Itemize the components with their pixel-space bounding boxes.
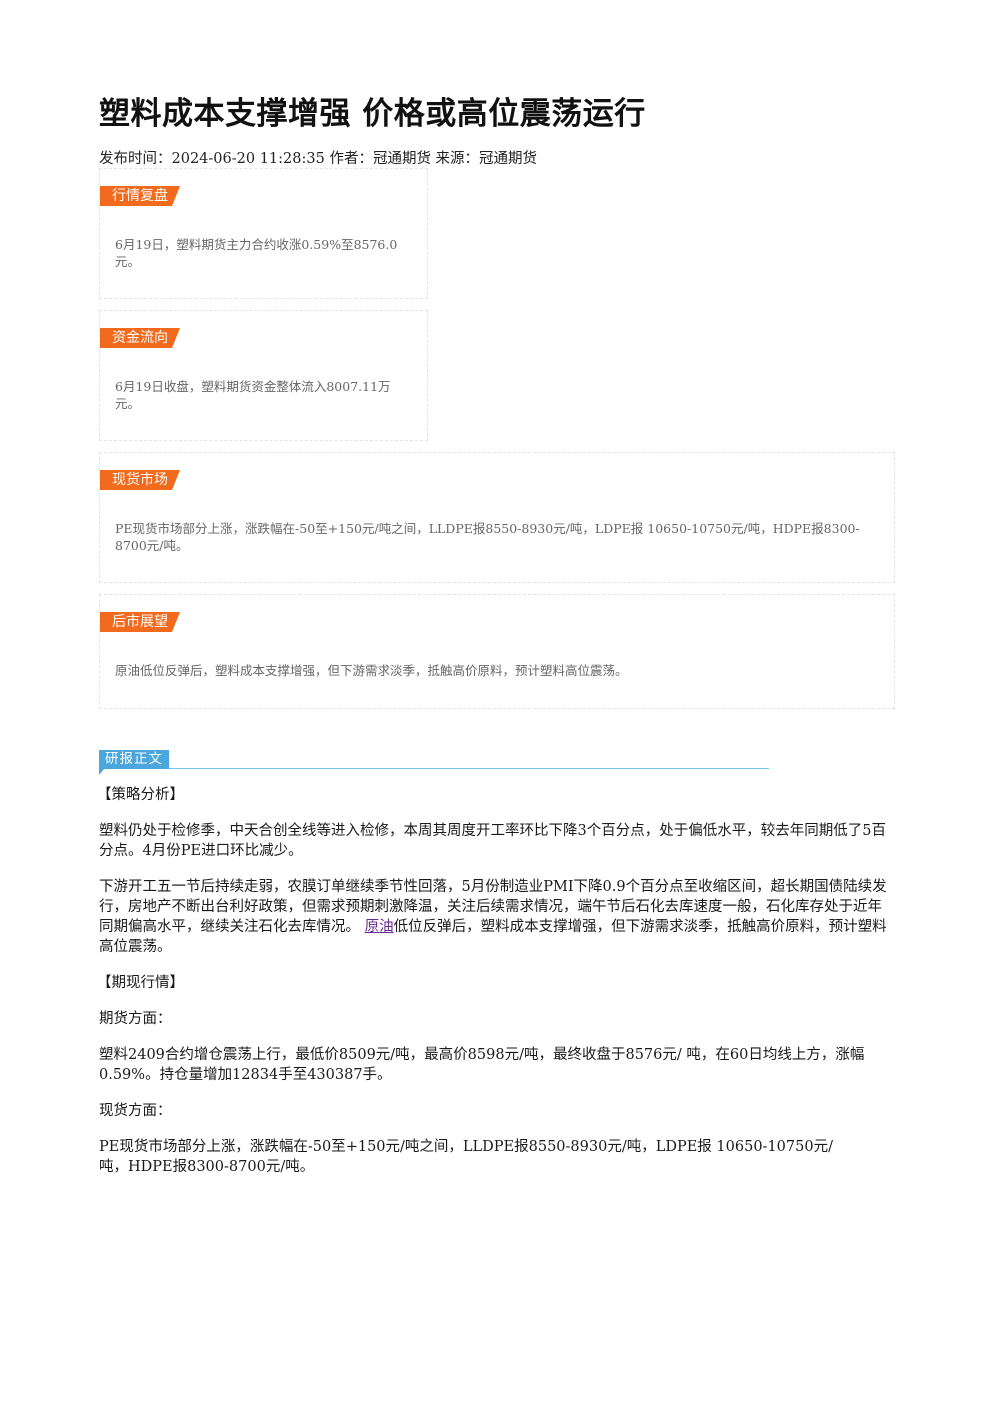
section-tag-capital-flow: 资金流向	[100, 328, 180, 348]
spot-paragraph-line-2: 吨，HDPE报8300-8700元/吨。	[99, 1159, 315, 1175]
summary-box-spot-market: 现货市场 PE现货市场部分上涨，涨跌幅在-50至+150元/吨之间，LLDPE报…	[99, 452, 895, 583]
futures-heading: 期货方面：	[99, 1011, 172, 1027]
section-tag-market-review: 行情复盘	[100, 186, 180, 206]
summary-text-outlook: 原油低位反弹后，塑料成本支撑增强，但下游需求淡季，抵触高价原料，预计塑料高位震荡…	[115, 663, 628, 678]
crude-oil-link[interactable]: 原油	[364, 919, 394, 935]
summary-text-spot-market: PE现货市场部分上涨，涨跌幅在-50至+150元/吨之间，LLDPE报8550-…	[115, 521, 860, 553]
spot-heading: 现货方面：	[99, 1103, 172, 1119]
report-section-label: 研报正文	[99, 750, 169, 769]
article-meta: 发布时间：2024-06-20 11:28:35 作者：冠通期货 来源：冠通期货	[99, 151, 538, 167]
strategy-paragraph-2: 下游开工五一节后持续走弱，农膜订单继续季节性回落，5月份制造业PMI下降0.9个…	[99, 877, 891, 957]
market-heading: 【期现行情】	[97, 975, 184, 991]
summary-box-outlook: 后市展望 原油低位反弹后，塑料成本支撑增强，但下游需求淡季，抵触高价原料，预计塑…	[99, 594, 895, 709]
strategy-heading: 【策略分析】	[97, 787, 184, 803]
page-title: 塑料成本支撑增强 价格或高位震荡运行	[99, 96, 646, 132]
section-tag-outlook: 后市展望	[100, 612, 180, 632]
spot-paragraph: PE现货市场部分上涨，涨跌幅在-50至+150元/吨之间，LLDPE报8550-…	[99, 1137, 891, 1177]
strategy-paragraph-1: 塑料仍处于检修季，中天合创全线等进入检修，本周其周度开工率环比下降3个百分点，处…	[99, 823, 886, 859]
report-divider	[99, 768, 769, 769]
summary-text-capital-flow: 6月19日收盘，塑料期货资金整体流入8007.11万元。	[115, 379, 391, 411]
strategy-paragraph-2-tail: 低位反弹后，塑料成本支撑增强，但下游需求淡季，抵触高价原料，预计塑料高位震荡。	[99, 919, 887, 955]
summary-text-market-review: 6月19日，塑料期货主力合约收涨0.59%至8576.0元。	[115, 237, 398, 269]
summary-box-capital-flow: 资金流向 6月19日收盘，塑料期货资金整体流入8007.11万元。	[99, 310, 428, 441]
strategy-paragraph-2-text: 下游开工五一节后持续走弱，农膜订单继续季节性回落，5月份制造业PMI下降0.9个…	[99, 879, 887, 935]
section-tag-spot-market: 现货市场	[100, 470, 180, 490]
futures-paragraph: 塑料2409合约增仓震荡上行，最低价8509元/吨，最高价8598元/吨，最终收…	[99, 1047, 865, 1083]
spot-paragraph-line-1: PE现货市场部分上涨，涨跌幅在-50至+150元/吨之间，LLDPE报8550-…	[99, 1139, 833, 1155]
summary-box-market-review: 行情复盘 6月19日，塑料期货主力合约收涨0.59%至8576.0元。	[99, 168, 428, 299]
report-label-tail	[99, 769, 104, 775]
